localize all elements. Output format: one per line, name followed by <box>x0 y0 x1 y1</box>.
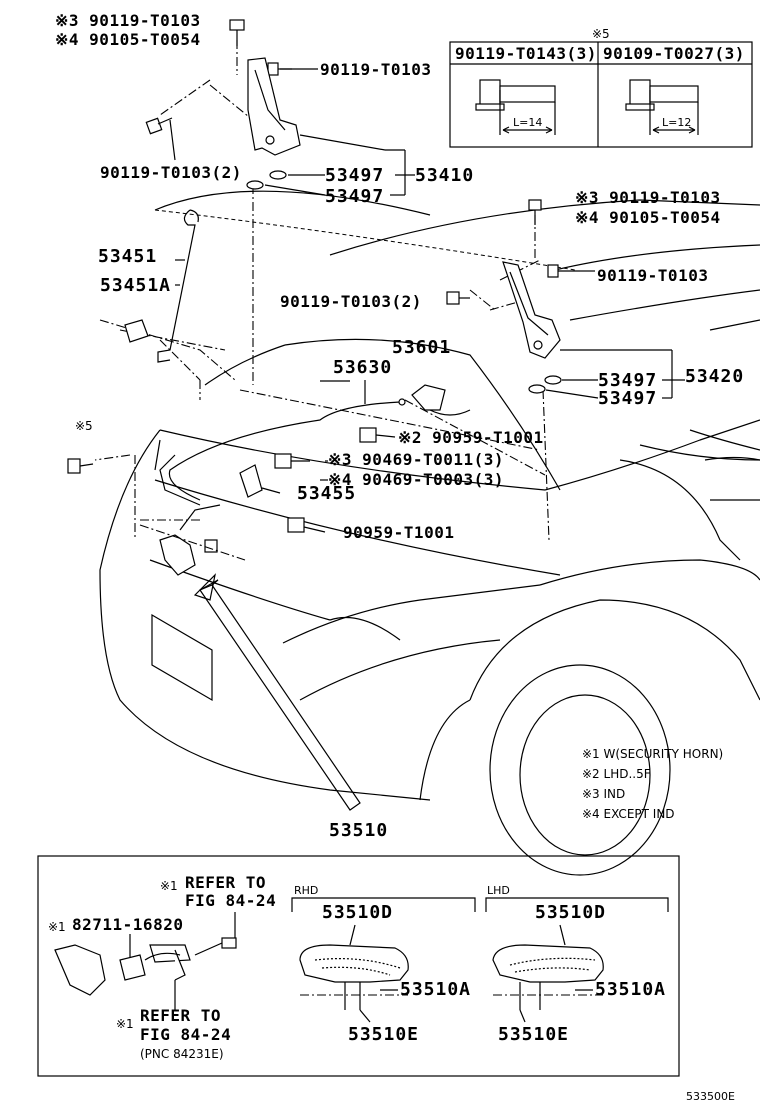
label-clip1: ※3 90469-T0011(3) <box>328 450 504 469</box>
clip-icon <box>274 453 310 469</box>
washer-icon <box>246 180 264 190</box>
right-hinge-assembly <box>446 199 685 399</box>
bolt-icon <box>446 291 470 305</box>
label-bolt2-right: 90119-T0103(2) <box>280 292 422 311</box>
label-part-82711: 82711-16820 <box>72 915 183 934</box>
footnotes: ※1 W(SECURITY HORN) ※2 LHD..5F ※3 IND ※4… <box>582 747 723 821</box>
label-pnc: (PNC 84231E) <box>140 1047 224 1061</box>
hinge-53420-shape <box>502 261 561 359</box>
label-lhd-53510A: 53510A <box>595 979 666 1000</box>
label-box5-len1: L=14 <box>513 116 542 129</box>
label-support-rod: 53451 <box>98 246 157 267</box>
car-body-outline <box>99 190 760 876</box>
washer-icon <box>544 375 562 385</box>
bolt-icon <box>547 264 580 278</box>
bolt-icon <box>229 19 245 46</box>
label-refer-bot-b: FIG 84-24 <box>140 1025 231 1044</box>
label-washer1-left: 53497 <box>325 165 384 186</box>
clamp-icon <box>359 427 396 443</box>
label-box5-col1: 90119-T0143(3) <box>455 44 597 63</box>
label-ref-b-left: ※4 90105-T0054 <box>55 30 201 49</box>
flange-bolt-l14-icon <box>475 79 556 135</box>
label-refer-top-b: FIG 84-24 <box>185 891 276 910</box>
washer-icon <box>269 170 287 180</box>
label-lhd: LHD <box>487 884 510 897</box>
label-washer1-right: 53497 <box>598 370 657 391</box>
label-figure-id: 533500E <box>686 1090 735 1103</box>
left-hinge-assembly <box>145 19 415 196</box>
cushion-icon <box>124 319 149 343</box>
label-rhd-53510D: 53510D <box>322 902 393 923</box>
bolt-icon <box>67 458 94 474</box>
footnote-1: ※1 W(SECURITY HORN) <box>582 747 723 761</box>
bolt-icon <box>145 117 173 135</box>
label-hinge-53410: 53410 <box>415 165 474 186</box>
label-rhd-53510A: 53510A <box>400 979 471 1000</box>
label-lhd-53510E: 53510E <box>498 1024 569 1045</box>
washer-icon <box>528 384 546 394</box>
label-bolt-right: 90119-T0103 <box>597 266 708 285</box>
clamp-icon <box>287 517 326 533</box>
label-clamp2: 90959-T1001 <box>343 523 454 542</box>
label-box5-mark: ※5 <box>592 27 610 41</box>
label-ref-a-right: ※3 90119-T0103 <box>575 188 721 207</box>
label-rhd-53510E: 53510E <box>348 1024 419 1045</box>
label-mark5-left: ※5 <box>75 419 93 433</box>
flange-bolt-l12-icon <box>625 79 699 135</box>
hood-release-cable <box>154 380 471 506</box>
footnote-4: ※4 EXCEPT IND <box>582 807 675 821</box>
hood-lock-pointer-arrow <box>193 573 361 811</box>
label-lock-release: 53601 <box>392 337 451 358</box>
label-cable: 53630 <box>333 357 392 378</box>
label-ref-a-left: ※3 90119-T0103 <box>55 11 201 30</box>
label-lock-assy: 53510 <box>329 820 388 841</box>
bolt-spec-box: ※5 90119-T0143(3) 90109-T0027(3) L=14 L=… <box>449 27 753 148</box>
label-box5-len2: L=12 <box>662 116 691 129</box>
leader-lines <box>94 40 550 541</box>
label-clip2: ※4 90469-T0003(3) <box>328 470 504 489</box>
label-cushion: 53451A <box>100 275 171 296</box>
label-holder: 53455 <box>297 483 356 504</box>
label-mark1-refer-bot: ※1 <box>116 1017 134 1031</box>
hood-lock-detail-box: ※1 REFER TO FIG 84-24 ※1 82711-16820 ※1 … <box>37 855 680 1077</box>
label-lhd-53510D: 53510D <box>535 902 606 923</box>
label-refer-top-a: REFER TO <box>185 873 266 892</box>
label-rhd: RHD <box>294 884 318 897</box>
support-rod-53451 <box>157 209 199 363</box>
label-refer-bot-a: REFER TO <box>140 1006 221 1025</box>
hood-lock-switch-icon <box>54 937 237 996</box>
label-ref-b-right: ※4 90105-T0054 <box>575 208 721 227</box>
label-hinge-53420: 53420 <box>685 366 744 387</box>
lock-release-icon <box>411 384 446 411</box>
holder-icon <box>239 464 281 498</box>
label-mark1-82711: ※1 <box>48 920 66 934</box>
label-mark1-refer-top: ※1 <box>160 879 178 893</box>
label-box5-col2: 90109-T0027(3) <box>603 44 745 63</box>
label-clamp1: ※2 90959-T1001 <box>398 428 544 447</box>
label-bolt-left: 90119-T0103 <box>320 60 431 79</box>
lhd-hood-lock-icon <box>492 944 604 1010</box>
footnote-2: ※2 LHD..5F <box>582 767 651 781</box>
hinge-53410-shape <box>247 57 301 156</box>
label-washer2-left: 53497 <box>325 186 384 207</box>
rhd-hood-lock-icon <box>299 944 409 1010</box>
bolt-icon <box>528 199 542 225</box>
hood-lock-on-car <box>139 504 246 576</box>
label-bolt2-left: 90119-T0103(2) <box>100 163 242 182</box>
label-washer2-right: 53497 <box>598 388 657 409</box>
footnote-3: ※3 IND <box>582 787 625 801</box>
